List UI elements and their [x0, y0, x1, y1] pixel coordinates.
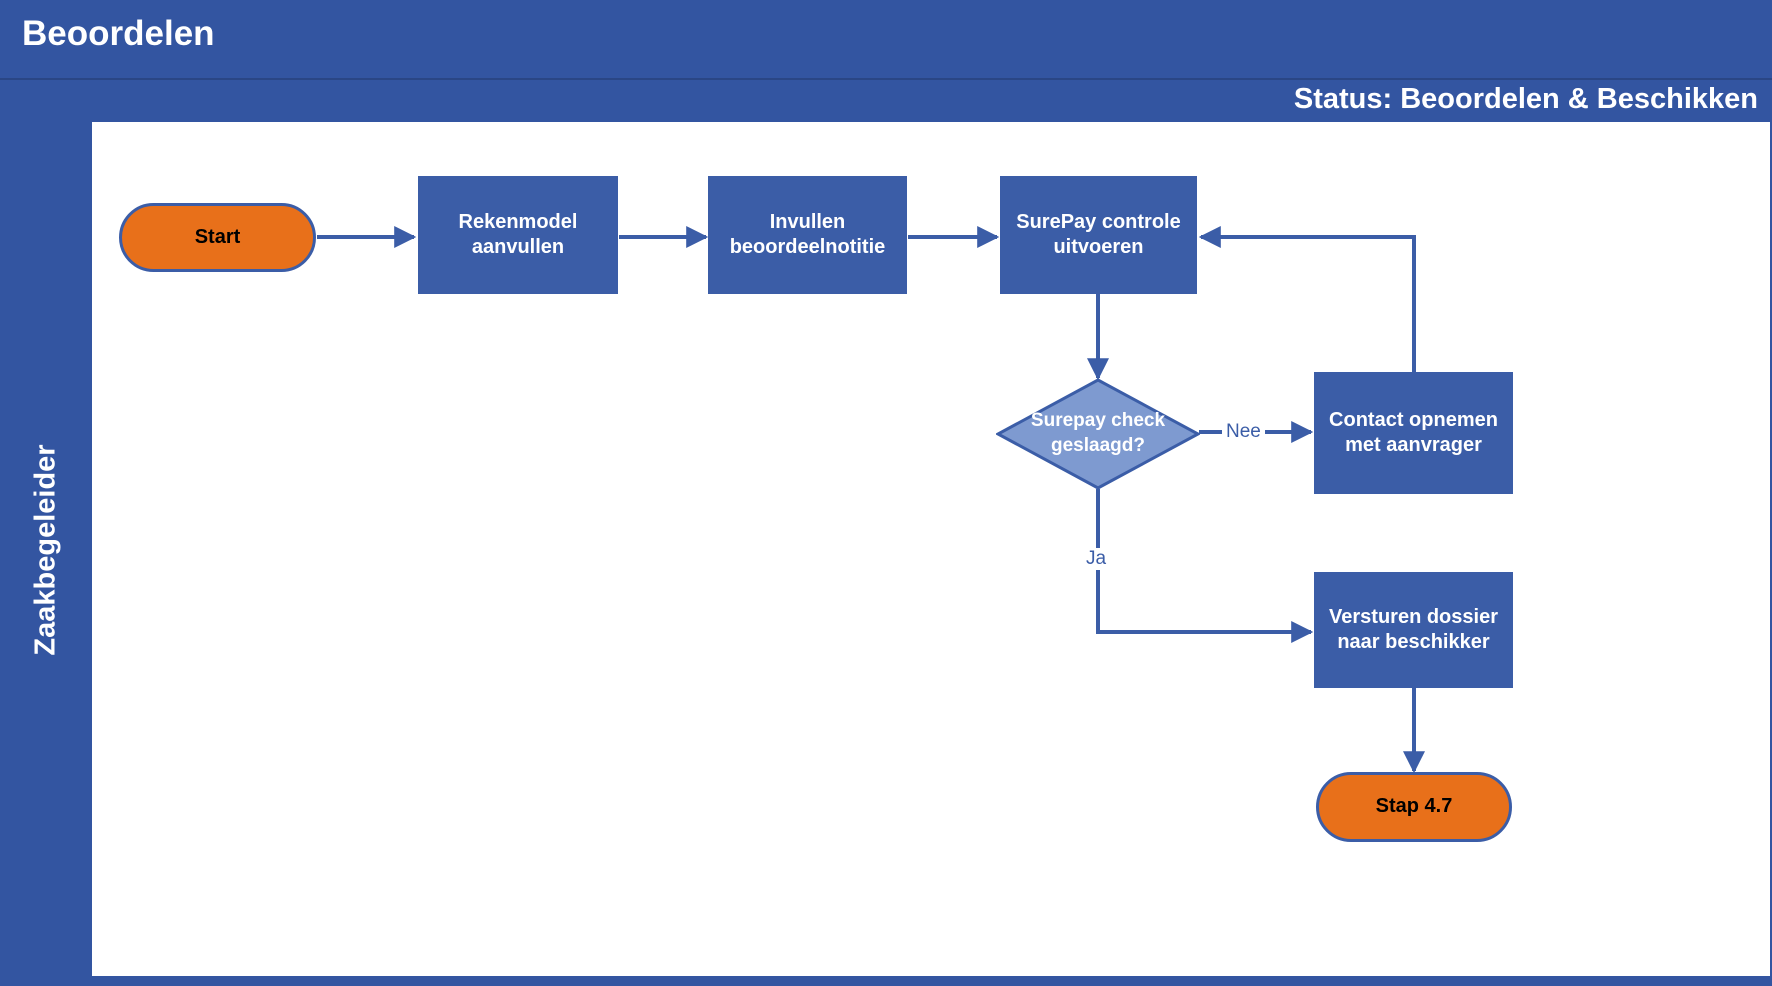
diagram-canvas	[92, 122, 1772, 978]
node-invullen-beoordeelnotitie-label: Invullen beoordeelnotitie	[729, 210, 886, 258]
node-surepay-check-geslaagd[interactable]: Surepay check geslaagd?	[996, 378, 1200, 490]
node-versturen-dossier-naar-beschikker-label: Versturen dossier naar beschikker	[1329, 605, 1498, 653]
status-badge: Status: Beoordelen & Beschikken	[1293, 83, 1758, 115]
node-rekenmodel-aanvullen-label: Rekenmodel aanvullen	[458, 210, 578, 258]
swimlane-label: Zaakbegeleider	[29, 444, 62, 656]
node-versturen-dossier-naar-beschikker[interactable]: Versturen dossier naar beschikker	[1314, 572, 1513, 688]
edge-label-ja: Ja	[1082, 548, 1111, 570]
header-band: Beoordelen	[0, 0, 1772, 80]
swimlane-header-zaakbegeleider: Zaakbegeleider	[0, 122, 92, 978]
footer-strip	[0, 978, 1772, 986]
node-rekenmodel-aanvullen[interactable]: Rekenmodel aanvullen	[418, 176, 618, 294]
node-start-label: Start	[194, 225, 241, 248]
node-invullen-beoordeelnotitie[interactable]: Invullen beoordeelnotitie	[708, 176, 907, 294]
node-contact-opnemen-met-aanvrager-label: Contact opnemen met aanvrager	[1329, 408, 1498, 456]
page-title: Beoordelen	[22, 14, 215, 53]
status-band: Status: Beoordelen & Beschikken	[0, 80, 1772, 122]
node-stap-4-7[interactable]: Stap 4.7	[1316, 772, 1512, 842]
node-surepay-controle-uitvoeren-label: SurePay controle uitvoeren	[1016, 210, 1181, 258]
decision-diamond-shape	[996, 378, 1200, 490]
node-start[interactable]: Start	[119, 203, 316, 272]
node-stap-4-7-label: Stap 4.7	[1375, 795, 1453, 818]
node-contact-opnemen-met-aanvrager[interactable]: Contact opnemen met aanvrager	[1314, 372, 1513, 494]
node-surepay-controle-uitvoeren[interactable]: SurePay controle uitvoeren	[1000, 176, 1197, 294]
edge-label-nee: Nee	[1222, 421, 1265, 443]
